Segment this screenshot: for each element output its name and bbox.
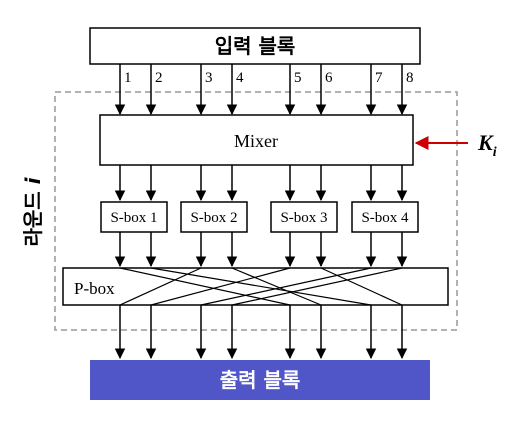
round-label: 라운드 i [21,176,45,246]
sbox-2 [180,201,248,233]
sbox-3 [270,201,338,233]
input-number-5: 5 [294,70,302,86]
output-block [90,360,430,400]
pbox-label: P-box [74,279,115,298]
key-subscript: i [493,145,497,160]
input-lines [114,64,408,116]
sbox-1 [100,201,168,233]
sbox-3-label: S-box 3 [280,210,327,226]
sbox-2-label: S-box 2 [190,210,237,226]
mixer-label: Mixer [234,131,278,151]
input-number-2: 2 [155,70,163,86]
pbox-to-output-lines [114,305,408,360]
pbox-wiring [119,267,403,306]
round-boundary [54,91,458,331]
input-number-4: 4 [236,70,244,86]
input-number-7: 7 [375,70,383,86]
mixer-box [99,114,414,166]
input-block [89,27,421,65]
sbox-1-label: S-box 1 [110,210,157,226]
input-number-1: 1 [124,70,132,86]
input-block-label: 입력 블록 [215,34,296,58]
sbox-4-label: S-box 4 [361,210,409,226]
input-number-8: 8 [406,70,414,86]
key-label: Ki [477,130,497,160]
round-index: i [21,176,45,184]
input-number-6: 6 [325,70,333,86]
sbox-to-pbox-lines [114,232,408,268]
sbox-4 [351,201,419,233]
input-number-3: 3 [205,70,213,86]
pbox [62,267,449,306]
mixer-to-sbox-lines [114,165,408,202]
output-block-label: 출력 블록 [220,368,301,392]
